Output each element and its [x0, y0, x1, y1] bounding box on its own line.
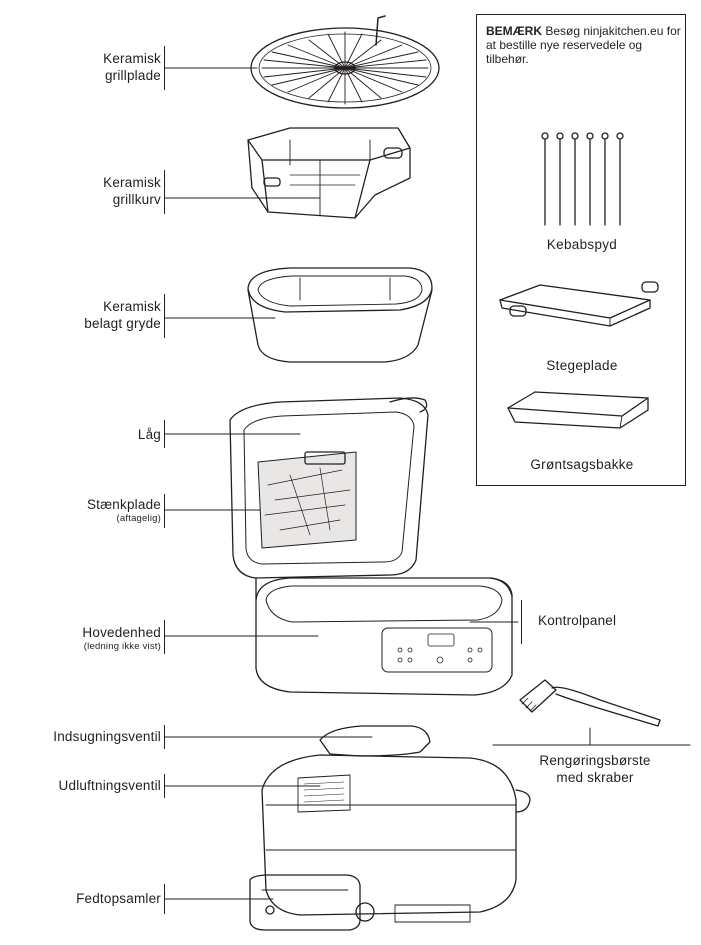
- tick-control-panel: [521, 600, 522, 644]
- label-grill-plate: Keramisk grillplade: [103, 51, 161, 83]
- note-body: Besøg ninjakitchen.eu for at bestille ny…: [486, 24, 681, 66]
- griddle-drawing: [499, 281, 659, 327]
- label-main-unit: Hovedenhed (ledning ikke vist): [11, 624, 161, 653]
- tick-grease-collector: [164, 884, 165, 914]
- main-unit-name: Hovedenhed: [82, 625, 161, 640]
- label-lid: Låg: [137, 427, 161, 442]
- label-pot: Keramisk belagt gryde: [84, 299, 161, 331]
- label-control-panel: Kontrolpanel: [538, 613, 617, 628]
- label-splatter-shield: Stænkplade (aftagelig): [11, 496, 161, 525]
- label-exhaust-vent: Udluftningsventil: [58, 778, 161, 793]
- tick-pot: [164, 294, 165, 338]
- accessory-label-griddle: Stegeplade: [546, 358, 618, 373]
- main-unit-note: (ledning ikke vist): [83, 641, 161, 652]
- note-text: BEMÆRK Besøg ninjakitchen.eu for at best…: [486, 24, 681, 66]
- splatter-shield-note: (aftagelig): [116, 513, 161, 524]
- grill-plate-drawing: [250, 15, 440, 109]
- main-unit-drawing: [229, 397, 513, 696]
- vegetable-tray-drawing: [507, 391, 649, 429]
- tick-splatter-shield: [164, 494, 165, 528]
- tick-main-unit: [164, 620, 165, 654]
- tick-intake-vent: [164, 725, 165, 749]
- tick-grill-basket: [164, 170, 165, 214]
- tick-grill-plate: [164, 46, 165, 90]
- accessory-label-vegetable-tray: Grøntsagsbakke: [530, 457, 634, 472]
- label-intake-vent: Indsugningsventil: [53, 729, 161, 744]
- pot-drawing: [247, 267, 433, 363]
- base-unit-drawing: [249, 725, 531, 931]
- label-cleaning-brush: Rengøringsbørste med skraber: [539, 753, 651, 785]
- note-heading: BEMÆRK: [486, 24, 542, 38]
- splatter-shield-name: Stænkplade: [86, 497, 161, 512]
- skewers-drawing: [541, 132, 624, 226]
- label-grease-collector: Fedtopsamler: [76, 891, 161, 906]
- accessory-label-skewers: Kebabspyd: [546, 237, 618, 252]
- cleaning-brush-drawing: [519, 679, 661, 727]
- accessories-note-box: BEMÆRK Besøg ninjakitchen.eu for at best…: [476, 14, 686, 486]
- label-grill-basket: Keramisk grillkurv: [103, 175, 161, 207]
- grill-basket-drawing: [247, 127, 411, 219]
- tick-exhaust-vent: [164, 774, 165, 798]
- tick-lid: [164, 420, 165, 448]
